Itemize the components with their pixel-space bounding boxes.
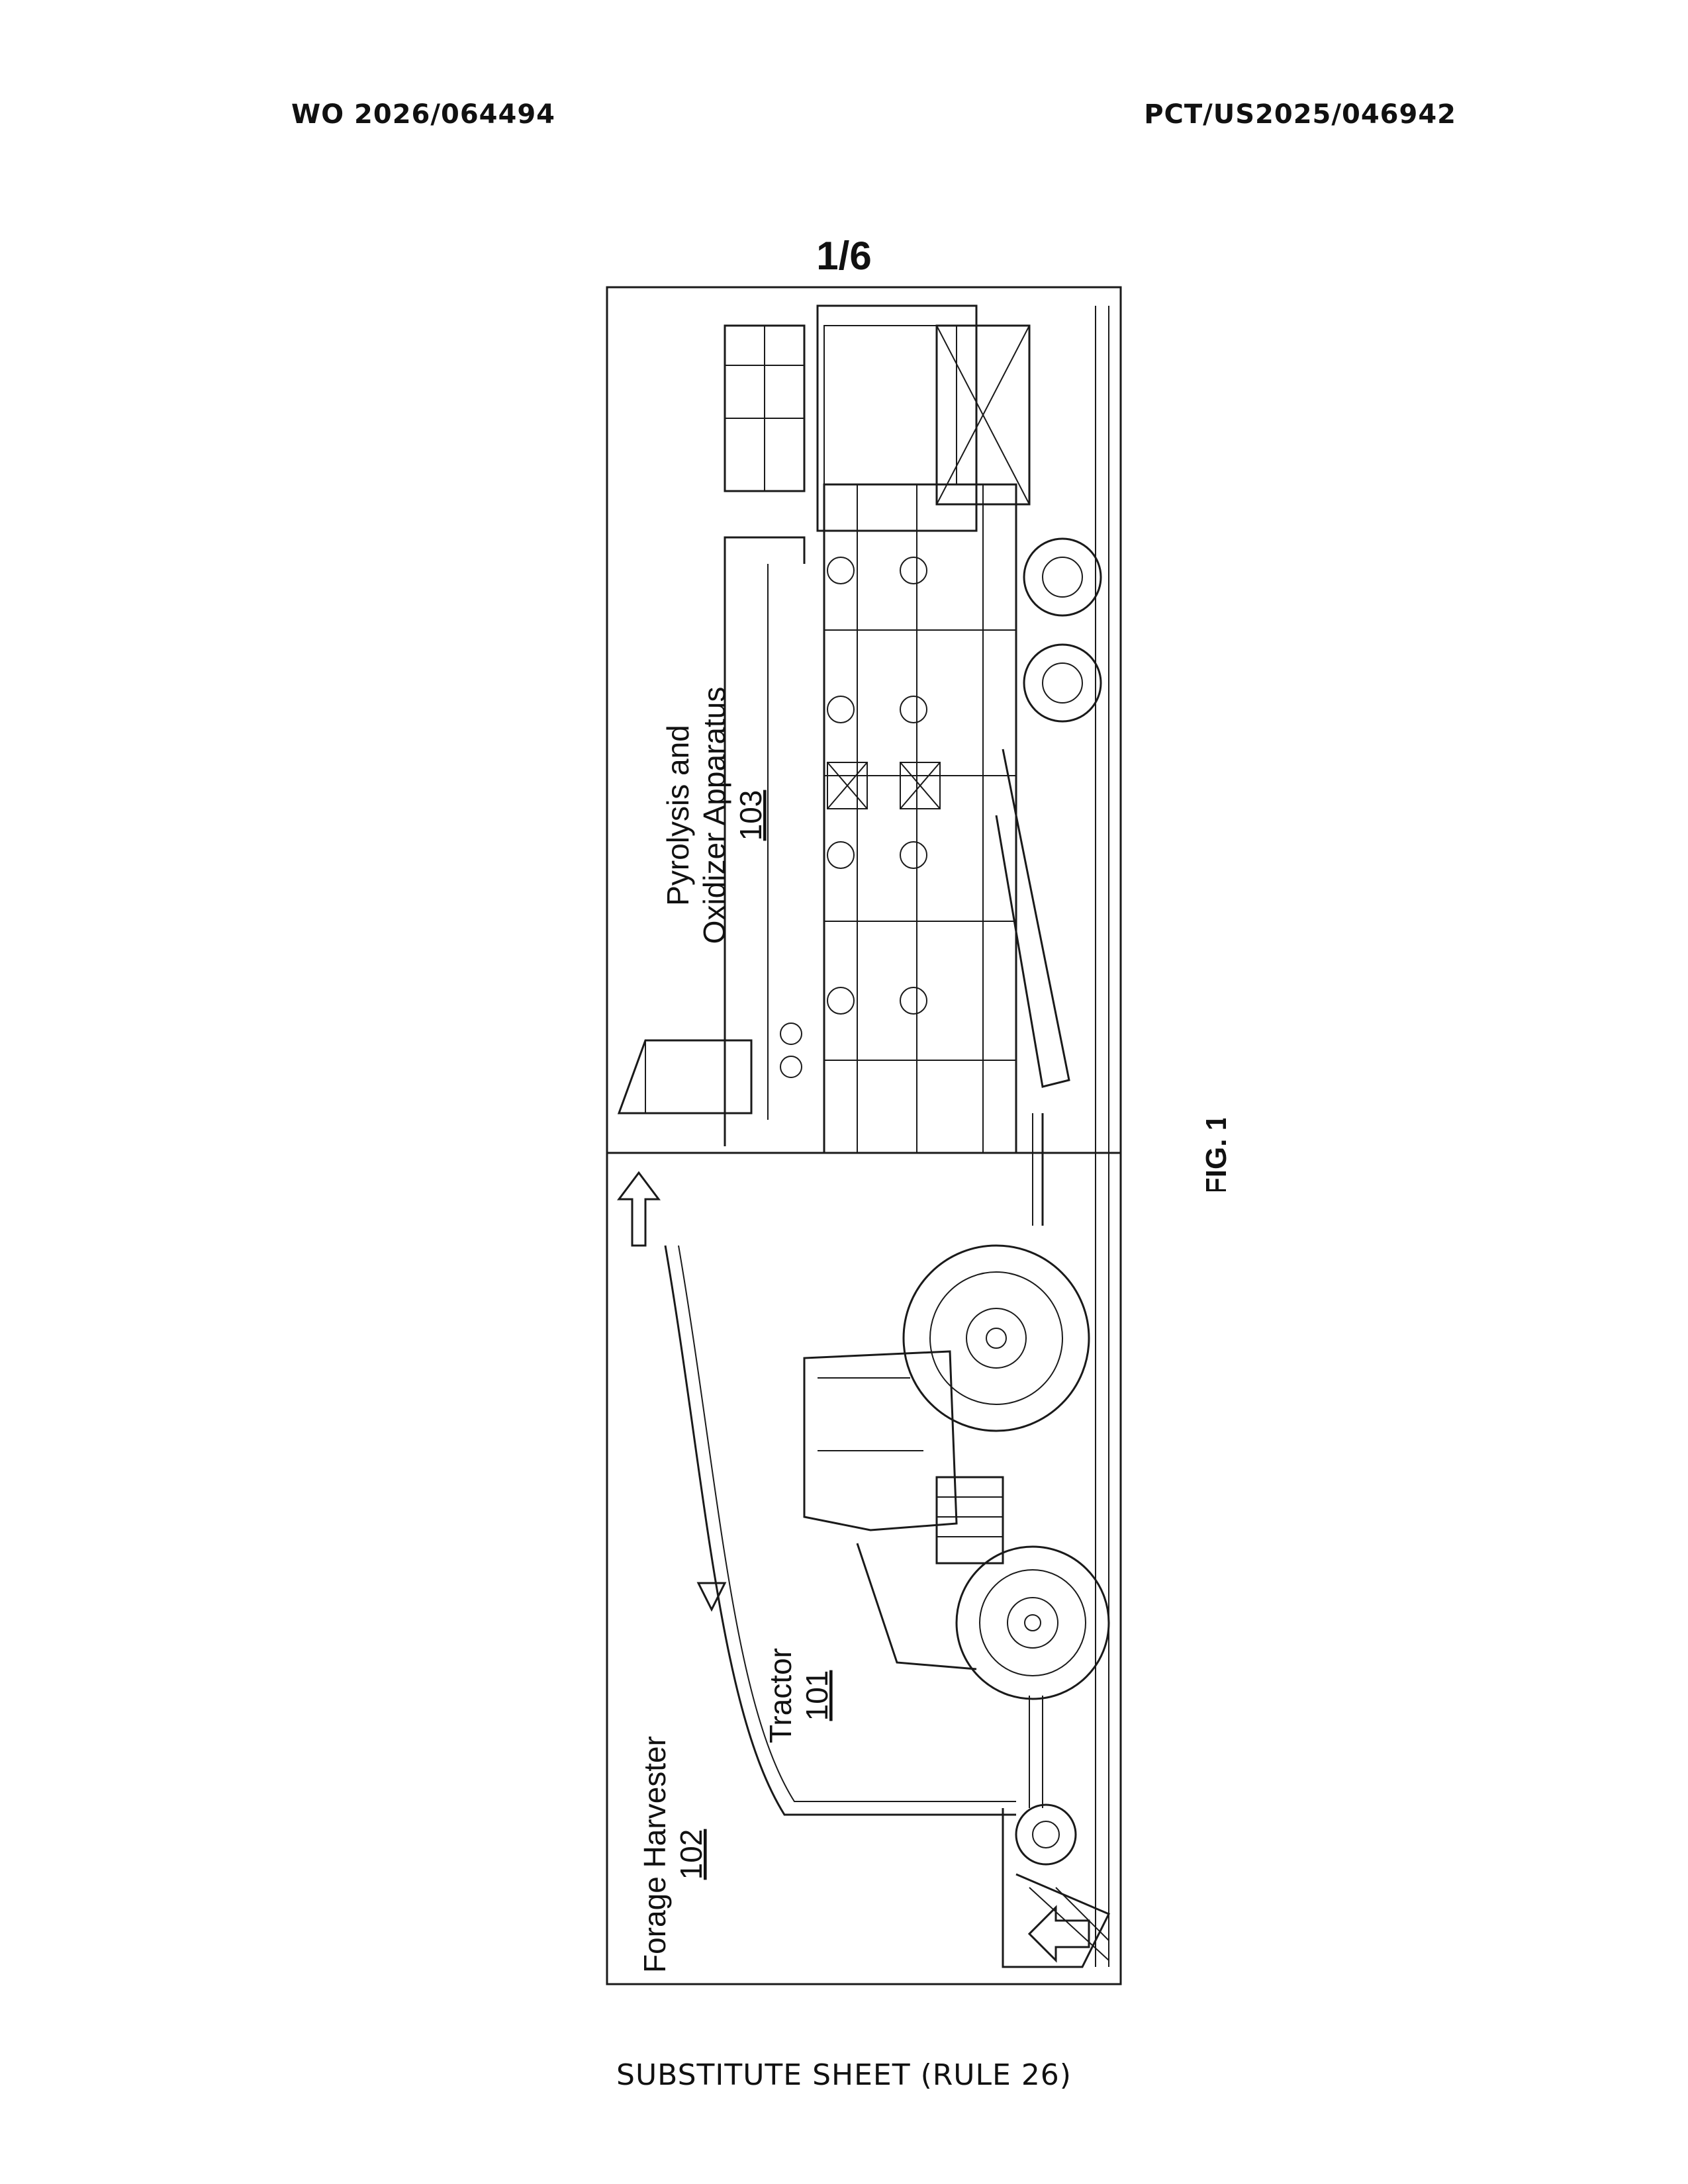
figure-label-text: FIG. 1	[1200, 1118, 1233, 1191]
publication-number: WO 2026/064494	[291, 99, 555, 130]
tractor	[804, 1246, 1109, 1699]
application-number: PCT/US2025/046942	[1144, 99, 1456, 130]
tractor-ref: 101	[800, 1670, 834, 1721]
harvester-spout	[665, 1246, 1016, 1815]
trailer-wheel	[1024, 645, 1101, 721]
harvester-label: Forage Harvester	[637, 1736, 672, 1973]
flow-arrow-up	[619, 1173, 659, 1246]
sheet-number: 1/6	[804, 233, 884, 279]
trailer-wheel	[1024, 539, 1101, 615]
pyrolysis-label-line1: Pyrolysis and	[661, 725, 695, 906]
pyrolysis-ref: 103	[733, 790, 768, 841]
tractor-rear-wheel	[904, 1246, 1089, 1431]
drawing-frame	[607, 287, 1121, 1984]
forage-harvester	[1003, 1805, 1109, 1967]
tractor-label: Tractor	[763, 1648, 798, 1743]
harvester-ref: 102	[674, 1829, 708, 1880]
spout-arrow	[698, 1583, 725, 1610]
patent-drawing: Pyrolysis and Oxidizer Apparatus 103 Tra…	[606, 286, 1122, 1985]
figure-label: FIG. 1	[1199, 1118, 1233, 1191]
footer-text: SUBSTITUTE SHEET (RULE 26)	[0, 2058, 1688, 2092]
pyrolysis-label-line2: Oxidizer Apparatus	[697, 687, 731, 944]
